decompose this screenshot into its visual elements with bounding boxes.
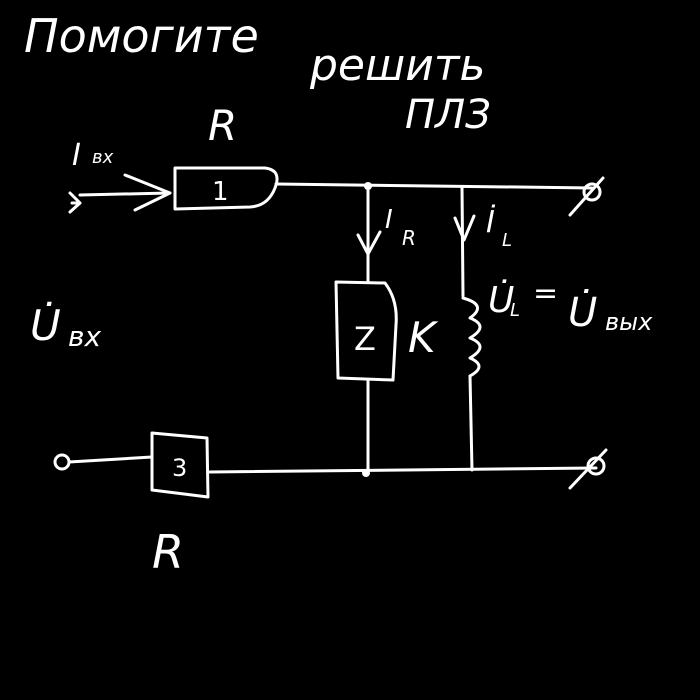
- current-r-subscript: R: [402, 226, 416, 250]
- resistor-1: [173, 166, 279, 211]
- voltage-out-subscript: вых: [605, 308, 653, 336]
- title-line-1: Помогите: [24, 9, 259, 63]
- top-wire: [274, 182, 594, 190]
- impedance-z-label: K: [408, 313, 439, 362]
- branch-l-wire: [460, 185, 465, 298]
- input-terminal-top: [68, 191, 82, 214]
- current-l-label: İ: [486, 204, 496, 240]
- bottom-wire-right: [208, 466, 598, 474]
- output-terminal-top: [568, 176, 605, 217]
- input-current-arrow: [78, 173, 172, 212]
- bottom-wire-left: [67, 455, 154, 464]
- current-r-arrow: [356, 230, 382, 256]
- input-current-subscript: вх: [92, 147, 114, 168]
- title-line-3: ПЛЗ: [405, 92, 491, 138]
- voltage-l-label: U̇: [488, 279, 514, 321]
- voltage-out-label: U̇: [568, 289, 597, 336]
- branch-l-wire-lower: [468, 374, 474, 472]
- bottom-node: [362, 469, 370, 477]
- inductor-coil: [461, 296, 482, 378]
- current-l-arrow: [453, 214, 476, 242]
- input-current-label: I: [72, 138, 81, 173]
- input-terminal-bottom: [53, 453, 71, 471]
- voltage-in-subscript: вх: [68, 320, 102, 353]
- resistor-3-label: R: [152, 525, 184, 579]
- impedance-z: [334, 280, 398, 382]
- voltage-l-subscript: L: [510, 300, 520, 321]
- voltage-equals: =: [533, 276, 558, 311]
- current-r-label: I: [385, 205, 393, 235]
- output-terminal-bottom: [568, 448, 608, 490]
- resistor-1-label: R: [208, 101, 237, 150]
- title-line-2: решить: [309, 40, 485, 91]
- voltage-in-label: U̇: [30, 301, 61, 350]
- impedance-z-number: Z: [354, 320, 376, 358]
- current-l-subscript: L: [502, 230, 512, 251]
- resistor-3-number: 3: [172, 454, 187, 482]
- resistor-3: [150, 431, 210, 499]
- resistor-1-number: 1: [212, 177, 229, 207]
